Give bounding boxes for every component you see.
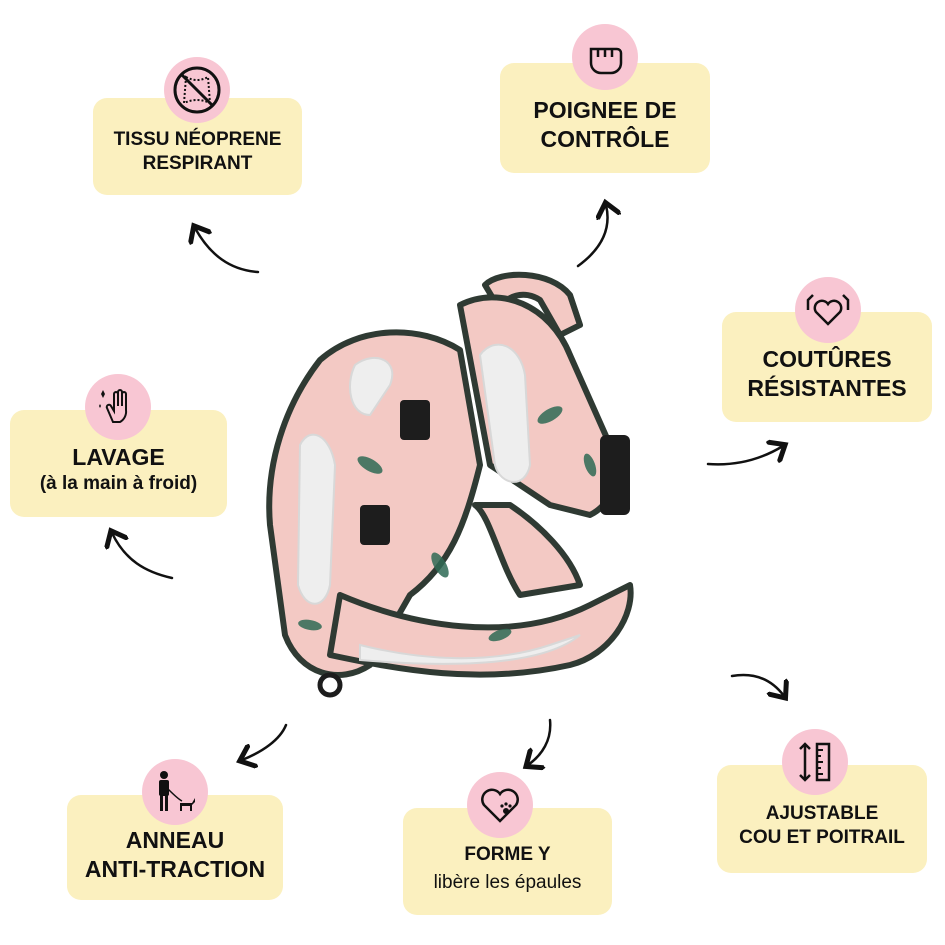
hand-wash-icon — [85, 374, 151, 440]
feature-lavage: LAVAGE (à la main à froid) — [10, 410, 227, 517]
arrow-poignee — [576, 205, 608, 268]
arrow-anneau — [242, 723, 288, 760]
arrow-ajustable — [730, 673, 784, 696]
arrow-lavage — [112, 533, 174, 580]
heart-paw-icon — [467, 772, 533, 838]
harness-image — [266, 271, 634, 698]
no-leather-icon — [164, 57, 230, 123]
ruler-adjust-icon — [782, 729, 848, 795]
person-walking-dog-icon — [142, 759, 208, 825]
arrow-coutures — [706, 446, 783, 466]
arrow-forme — [528, 718, 552, 765]
feature-poignee: POIGNEE DE CONTRÔLE — [500, 63, 710, 173]
strong-heart-icon — [795, 277, 861, 343]
arrow-tissu — [195, 228, 260, 274]
fist-icon — [572, 24, 638, 90]
